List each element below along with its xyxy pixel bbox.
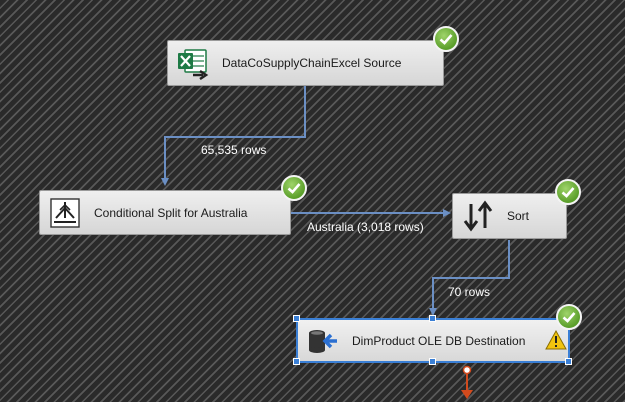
success-check-icon xyxy=(433,26,459,52)
sort-label: Sort xyxy=(507,209,530,223)
selection-handle[interactable] xyxy=(429,358,436,365)
selection-handle[interactable] xyxy=(293,358,300,365)
conditional-split-component[interactable]: Conditional Split for Australia xyxy=(39,190,291,235)
conditional-split-label: Conditional Split for Australia xyxy=(94,205,248,220)
success-check-icon xyxy=(556,304,582,330)
path-source-to-split[interactable] xyxy=(161,86,306,186)
path-sort-to-destination[interactable] xyxy=(429,240,510,316)
path-label-source-to-split[interactable]: 65,535 rows xyxy=(201,143,267,157)
sort-component[interactable]: Sort xyxy=(452,193,567,239)
excel-source-label: DataCoSupplyChainExcel Source xyxy=(222,56,402,70)
warning-icon[interactable] xyxy=(545,329,567,350)
selection-handle[interactable] xyxy=(293,315,300,322)
path-label-split-to-sort[interactable]: Australia (3,018 rows) xyxy=(307,220,424,234)
ole-db-destination-component[interactable]: DimProduct OLE DB Destination xyxy=(296,318,570,363)
selection-handle[interactable] xyxy=(565,358,572,365)
excel-source-icon xyxy=(176,46,210,80)
path-label-sort-to-destination[interactable]: 70 rows xyxy=(448,285,491,299)
success-check-icon xyxy=(281,175,307,201)
error-output-arrow[interactable] xyxy=(461,365,473,400)
conditional-split-icon xyxy=(48,196,82,230)
selection-handle[interactable] xyxy=(429,315,436,322)
sort-icon xyxy=(461,199,495,233)
ole-db-destination-icon xyxy=(306,324,340,358)
success-check-icon xyxy=(555,179,581,205)
ole-db-destination-label: DimProduct OLE DB Destination xyxy=(352,333,526,348)
excel-source-component[interactable]: DataCoSupplyChainExcel Source xyxy=(167,40,444,86)
